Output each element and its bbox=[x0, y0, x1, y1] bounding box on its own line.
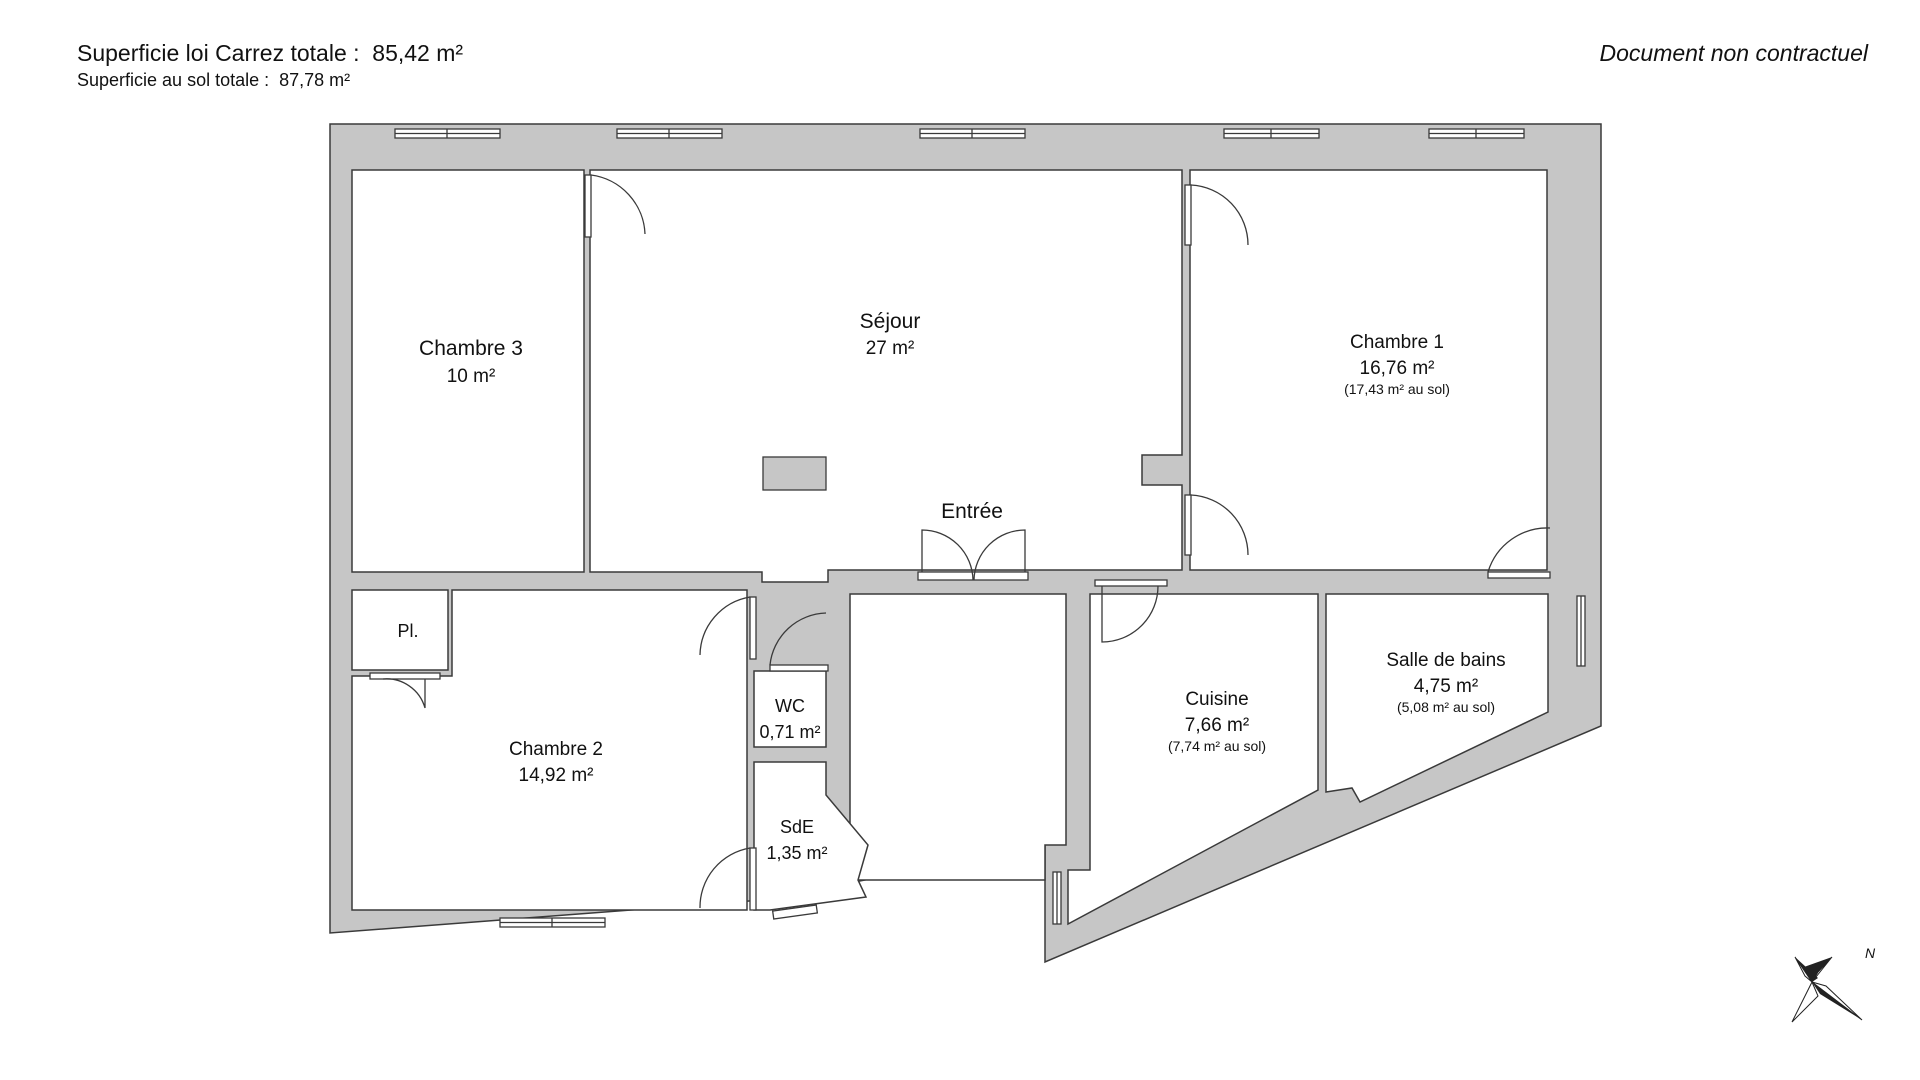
floor-cuisine bbox=[1067, 593, 1319, 926]
door bbox=[1487, 527, 1551, 579]
pillar bbox=[762, 456, 827, 491]
door bbox=[699, 596, 757, 660]
door bbox=[1094, 579, 1168, 643]
window bbox=[1052, 871, 1062, 925]
window bbox=[394, 128, 501, 139]
entree-name: Entrée bbox=[941, 500, 1003, 523]
door bbox=[699, 847, 757, 911]
chambre-3-area: 10 m² bbox=[447, 366, 496, 387]
doors bbox=[369, 174, 1551, 911]
wc-name: WC bbox=[775, 696, 805, 716]
sde-area: 1,35 m² bbox=[766, 843, 827, 863]
chambre-2-name: Chambre 2 bbox=[509, 739, 603, 760]
ground-value: 87,78 m² bbox=[279, 70, 351, 90]
floor-wc bbox=[753, 670, 827, 748]
door bbox=[369, 672, 441, 709]
compass-rose-icon: N bbox=[1791, 945, 1876, 1023]
windows bbox=[394, 128, 1586, 928]
cuisine-area: 7,66 m² bbox=[1185, 715, 1249, 736]
disclaimer: Document non contractuel bbox=[1599, 40, 1869, 66]
window bbox=[1223, 128, 1320, 139]
floor-chambre-3 bbox=[351, 169, 585, 573]
ground-line: Superficie au sol totale : 87,78 m² bbox=[77, 68, 463, 92]
cuisine-name: Cuisine bbox=[1185, 689, 1248, 710]
floor-entree bbox=[849, 593, 1067, 881]
window bbox=[771, 904, 819, 920]
compass-north-label: N bbox=[1865, 945, 1876, 961]
surface-summary: Superficie loi Carrez totale : 85,42 m² … bbox=[77, 38, 463, 92]
ground-label: Superficie au sol totale : bbox=[77, 70, 270, 90]
sdb-ground: (5,08 m² au sol) bbox=[1397, 699, 1495, 715]
door bbox=[1184, 494, 1249, 556]
chambre-2-area: 14,92 m² bbox=[519, 765, 594, 786]
sejour-area: 27 m² bbox=[866, 338, 915, 359]
room-floors bbox=[351, 169, 1549, 926]
floor-chambre-2 bbox=[351, 589, 748, 911]
carrez-label: Superficie loi Carrez totale : bbox=[77, 40, 360, 66]
sdb-name: Salle de bains bbox=[1386, 650, 1505, 671]
floor-sde bbox=[753, 761, 869, 911]
wc-area: 0,71 m² bbox=[759, 722, 820, 742]
carrez-line: Superficie loi Carrez totale : 85,42 m² bbox=[77, 38, 463, 68]
door bbox=[584, 174, 646, 238]
sde-name: SdE bbox=[780, 817, 814, 837]
sejour-name: Séjour bbox=[860, 310, 921, 333]
floor-sejour bbox=[589, 169, 1183, 583]
window bbox=[1428, 128, 1525, 139]
carrez-value: 85,42 m² bbox=[372, 40, 464, 66]
window bbox=[616, 128, 723, 139]
chambre-1-area: 16,76 m² bbox=[1360, 358, 1435, 379]
floor-placard bbox=[351, 589, 449, 671]
floor-sdb bbox=[1325, 593, 1549, 803]
door bbox=[769, 612, 829, 672]
floor-chambre-1 bbox=[1189, 169, 1548, 571]
door bbox=[1184, 184, 1249, 246]
chambre-3-name: Chambre 3 bbox=[419, 337, 523, 360]
cuisine-ground: (7,74 m² au sol) bbox=[1168, 738, 1266, 754]
door bbox=[917, 529, 1029, 581]
chambre-1-name: Chambre 1 bbox=[1350, 332, 1444, 353]
chambre-1-ground: (17,43 m² au sol) bbox=[1344, 381, 1450, 397]
window bbox=[1576, 595, 1586, 667]
window bbox=[499, 917, 606, 928]
window bbox=[919, 128, 1026, 139]
room-labels: Chambre 3 10 m² Séjour 27 m² Chambre 1 1… bbox=[397, 310, 1505, 863]
placard-name: Pl. bbox=[397, 621, 418, 641]
sdb-area: 4,75 m² bbox=[1414, 676, 1478, 697]
